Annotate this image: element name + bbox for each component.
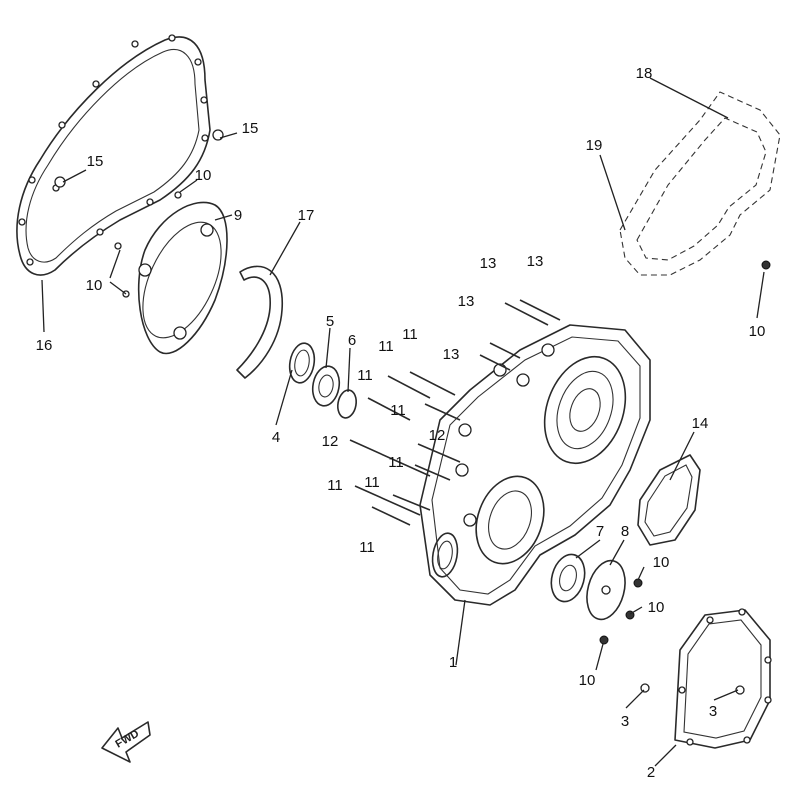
part-6-o-ring	[337, 389, 357, 419]
fwd-arrow-icon: FWD	[101, 721, 151, 763]
callout-12: 12	[322, 433, 339, 450]
part-18-belt-cover	[619, 91, 781, 276]
callout-11: 11	[388, 454, 404, 471]
gasket-bolt-holes	[18, 34, 209, 266]
callout-16: 16	[36, 337, 53, 354]
callout-13: 13	[443, 346, 460, 363]
callout-10: 10	[86, 277, 103, 294]
part-7-bearing	[550, 553, 586, 603]
callout-9: 9	[234, 207, 242, 224]
callout-11: 11	[359, 539, 375, 556]
callout-15: 15	[87, 153, 104, 170]
part-8-cap-plate	[586, 559, 626, 621]
callout-11: 11	[390, 402, 406, 419]
callout-10: 10	[749, 323, 766, 340]
bolt-11-group	[354, 371, 461, 526]
part-14-gasket	[637, 454, 701, 546]
part-5-bearing	[311, 365, 341, 407]
callout-18: 18	[636, 65, 653, 82]
callout-10: 10	[648, 599, 665, 616]
callout-2: 2	[647, 764, 655, 781]
part-4-oil-seal	[288, 342, 316, 384]
callout-13: 13	[480, 255, 497, 272]
callout-14: 14	[692, 415, 709, 432]
callout-3: 3	[709, 703, 717, 720]
fwd-label: FWD	[114, 728, 142, 751]
callout-10: 10	[195, 167, 212, 184]
cover-large-bore	[543, 355, 627, 465]
callout-6: 6	[348, 332, 356, 349]
callout-11: 11	[357, 367, 373, 384]
callout-4: 4	[272, 429, 280, 446]
part-17-curved-guide	[236, 265, 283, 379]
fasteners	[54, 129, 771, 695]
callout-5: 5	[326, 313, 334, 330]
callout-11: 11	[327, 477, 343, 494]
part-16-cover-gasket	[16, 34, 211, 276]
callout-12: 12	[429, 427, 446, 444]
cover-bosses	[455, 343, 555, 527]
part-1-crankcase-cover	[419, 324, 651, 606]
callout-8: 8	[621, 523, 629, 540]
bolt-12-group	[349, 439, 461, 477]
callout-13: 13	[527, 253, 544, 270]
callout-labels: 18 19 10 14 17 15 15 16 9 10 10 4 5 6 13…	[36, 65, 766, 781]
callout-10: 10	[579, 672, 596, 689]
leader-lines	[41, 77, 765, 767]
callout-10: 10	[653, 554, 670, 571]
callout-11: 11	[364, 474, 380, 491]
part-9-plate	[137, 201, 228, 355]
cover-lower-bore	[475, 475, 545, 565]
callout-11: 11	[402, 326, 418, 343]
callout-1: 1	[449, 654, 457, 671]
callout-13: 13	[458, 293, 475, 310]
callout-17: 17	[298, 207, 315, 224]
callout-19: 19	[586, 137, 603, 154]
bolt-13-group	[479, 299, 561, 371]
part-2-lower-gasket	[674, 608, 772, 749]
callout-3: 3	[621, 713, 629, 730]
callout-7: 7	[596, 523, 604, 540]
callout-11: 11	[378, 338, 394, 355]
callout-15: 15	[242, 120, 259, 137]
